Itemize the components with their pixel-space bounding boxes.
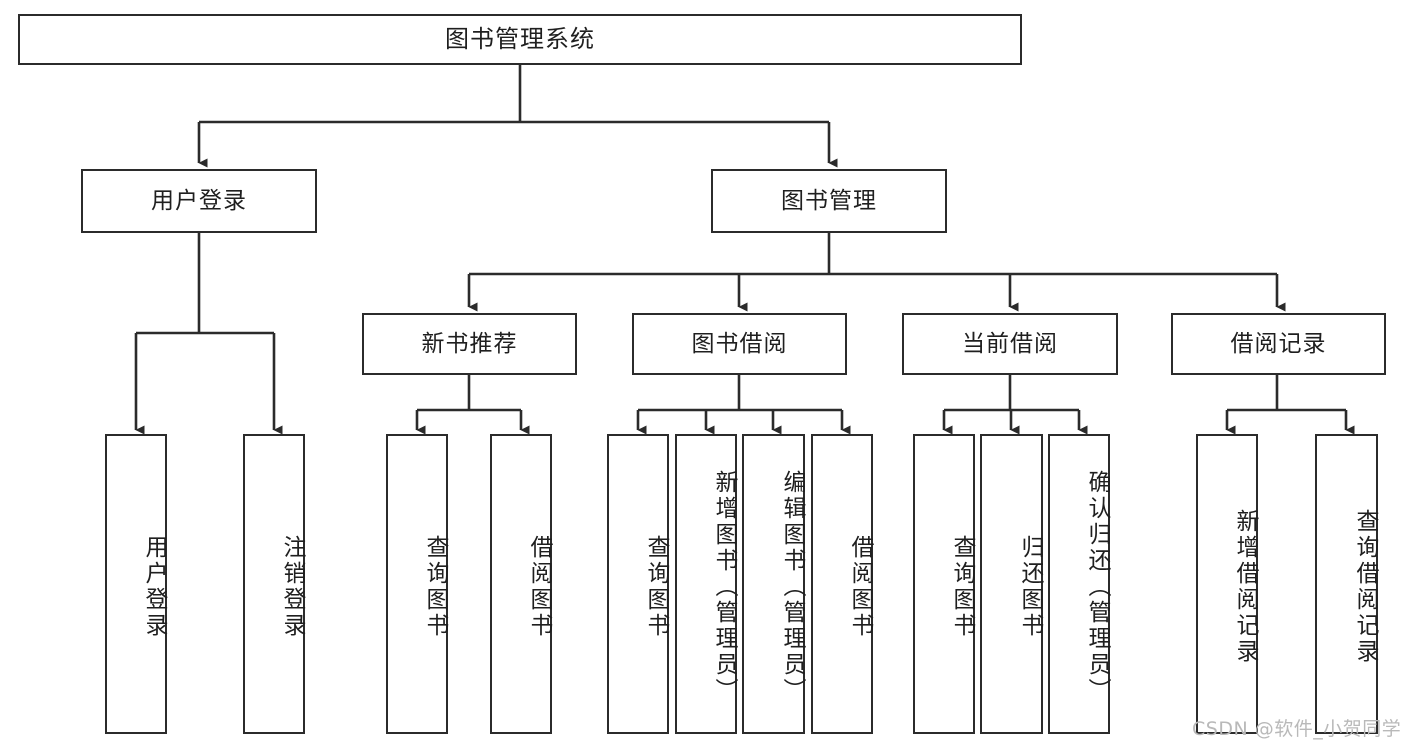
- leaf-current-borrow-confirm[interactable]: 确认归还（管理员）: [1048, 434, 1110, 734]
- leaf-user-login-logout[interactable]: 注销登录: [243, 434, 305, 734]
- node-user-login[interactable]: 用户登录: [81, 169, 317, 233]
- leaf-book-borrow-query[interactable]: 查询图书: [607, 434, 669, 734]
- leaf-label: 注销登录: [279, 535, 305, 639]
- leaf-book-borrow-edit[interactable]: 编辑图书（管理员）: [742, 434, 805, 734]
- watermark-csdn: CSDN @软件_小贺同学: [1192, 718, 1402, 740]
- node-borrow-record[interactable]: 借阅记录: [1171, 313, 1386, 375]
- leaf-book-borrow-add[interactable]: 新增图书（管理员）: [675, 434, 737, 734]
- leaf-label: 确认归还（管理员）: [1084, 470, 1110, 704]
- leaf-user-login-login[interactable]: 用户登录: [105, 434, 167, 734]
- leaf-new-book-borrow[interactable]: 借阅图书: [490, 434, 552, 734]
- leaf-current-borrow-return[interactable]: 归还图书: [980, 434, 1043, 734]
- leaf-label: 查询图书: [643, 535, 669, 639]
- leaf-label: 借阅图书: [847, 535, 873, 639]
- node-current-borrow[interactable]: 当前借阅: [902, 313, 1118, 375]
- node-new-book-recommend[interactable]: 新书推荐: [362, 313, 577, 375]
- node-book-management[interactable]: 图书管理: [711, 169, 947, 233]
- leaf-borrow-record-add[interactable]: 新增借阅记录: [1196, 434, 1258, 734]
- leaf-new-book-query[interactable]: 查询图书: [386, 434, 448, 734]
- leaf-book-borrow-borrow[interactable]: 借阅图书: [811, 434, 873, 734]
- leaf-label: 新增图书（管理员）: [711, 470, 737, 704]
- leaf-label: 用户登录: [141, 535, 167, 639]
- leaf-borrow-record-query[interactable]: 查询借阅记录: [1315, 434, 1378, 734]
- node-book-borrow[interactable]: 图书借阅: [632, 313, 847, 375]
- node-root-system[interactable]: 图书管理系统: [18, 14, 1022, 65]
- leaf-current-borrow-query[interactable]: 查询图书: [913, 434, 975, 734]
- leaf-label: 查询图书: [949, 535, 975, 639]
- leaf-label: 新增借阅记录: [1232, 509, 1258, 665]
- leaf-label: 编辑图书（管理员）: [779, 470, 805, 704]
- leaf-label: 借阅图书: [526, 535, 552, 639]
- leaf-label: 查询图书: [422, 535, 448, 639]
- leaf-label: 归还图书: [1017, 535, 1043, 639]
- leaf-label: 查询借阅记录: [1352, 509, 1378, 665]
